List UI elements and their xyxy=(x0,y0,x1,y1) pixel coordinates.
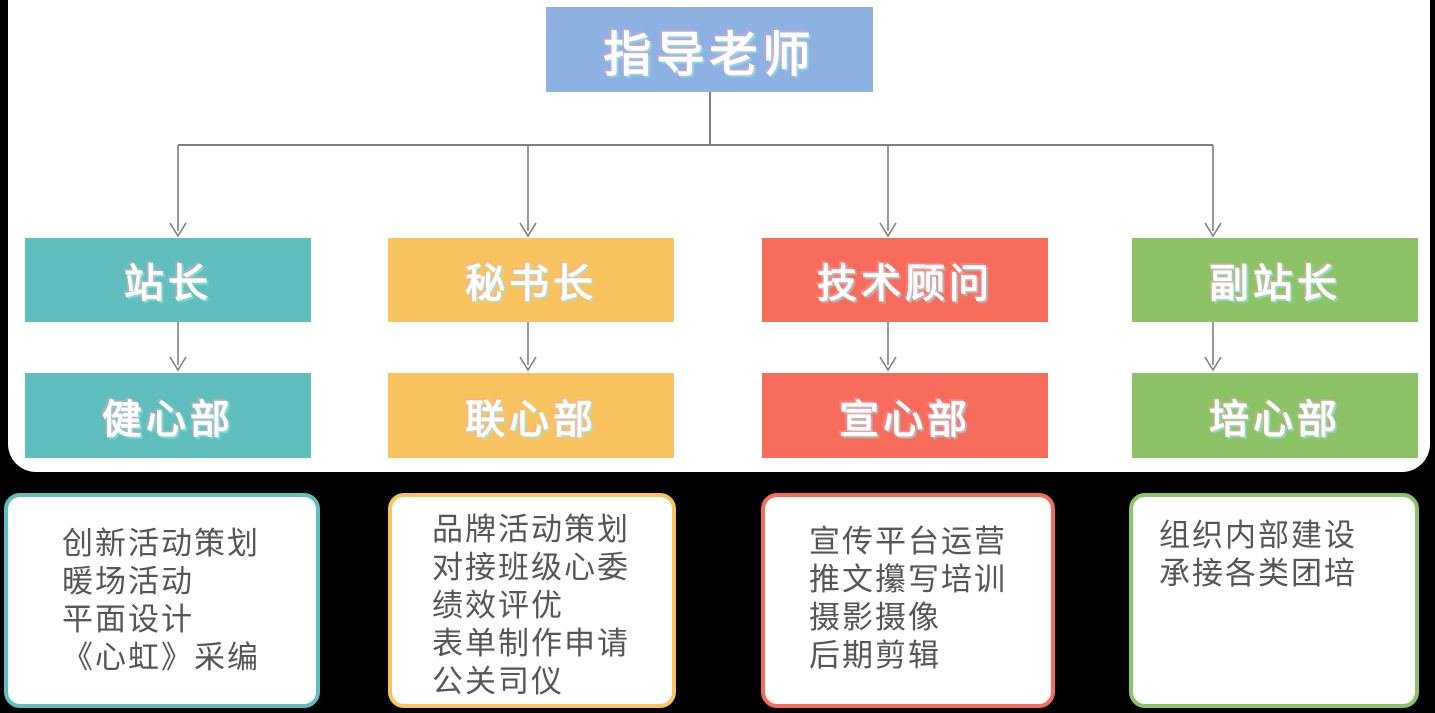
duty-line: 推文攥写培训 xyxy=(809,562,1007,598)
arrow-down-icon xyxy=(519,356,537,372)
root-box: 指导老师 xyxy=(546,7,873,92)
dept-box-lianxinbu: 联心部 xyxy=(388,373,674,458)
duty-line: 公关司仪 xyxy=(432,664,564,700)
role-label: 站长 xyxy=(124,261,212,307)
arrow-down-icon xyxy=(879,356,897,372)
arrow-down-icon xyxy=(519,222,537,238)
duty-line: 暖场活动 xyxy=(62,564,194,600)
duty-line: 《心虹》采编 xyxy=(62,640,260,676)
duties-panel-xuanxinbu: 宣传平台运营 推文攥写培训 摄影摄像 后期剪辑 xyxy=(761,493,1055,708)
duty-line: 承接各类团培 xyxy=(1159,556,1357,592)
dept-label: 培心部 xyxy=(1209,396,1341,443)
duty-line: 表单制作申请 xyxy=(432,626,630,662)
role-label: 秘书长 xyxy=(465,261,597,307)
role-label: 技术顾问 xyxy=(817,261,993,307)
arrow-down-icon xyxy=(169,222,187,238)
connector-lines xyxy=(169,92,1222,372)
duties-panel-jianxinbu: 创新活动策划 暖场活动 平面设计 《心虹》采编 xyxy=(4,493,320,708)
root-label: 指导老师 xyxy=(603,26,816,83)
duty-line: 品牌活动策划 xyxy=(432,512,630,548)
arrow-down-icon xyxy=(1204,356,1222,372)
duty-line: 平面设计 xyxy=(62,602,194,638)
duties-panel-lianxinbu: 品牌活动策划 对接班级心委 绩效评优 表单制作申请 公关司仪 xyxy=(388,493,676,708)
role-box-jishuguwen: 技术顾问 xyxy=(762,238,1048,322)
duty-line: 对接班级心委 xyxy=(432,550,630,586)
dept-box-peixinbu: 培心部 xyxy=(1132,373,1418,458)
duties-panel-peixinbu: 组织内部建设 承接各类团培 xyxy=(1129,493,1419,708)
arrow-down-icon xyxy=(879,222,897,238)
duty-line: 宣传平台运营 xyxy=(809,524,1007,560)
duty-line: 摄影摄像 xyxy=(809,600,941,636)
role-box-mishuzhang: 秘书长 xyxy=(388,238,674,322)
arrow-down-icon xyxy=(169,356,187,372)
duty-line: 后期剪辑 xyxy=(809,638,941,674)
role-box-fuzhanzhang: 副站长 xyxy=(1132,238,1418,322)
dept-box-xuanxinbu: 宣心部 xyxy=(762,373,1048,458)
dept-box-jianxinbu: 健心部 xyxy=(25,373,311,458)
dept-label: 联心部 xyxy=(465,396,597,443)
arrow-down-icon xyxy=(1204,222,1222,238)
role-box-zhanzhang: 站长 xyxy=(25,238,311,322)
duty-line: 绩效评优 xyxy=(432,588,564,624)
dept-label: 宣心部 xyxy=(839,396,971,443)
role-label: 副站长 xyxy=(1209,261,1341,307)
duty-line: 组织内部建设 xyxy=(1159,518,1357,554)
duty-line: 创新活动策划 xyxy=(62,526,260,562)
dept-label: 健心部 xyxy=(102,396,234,443)
